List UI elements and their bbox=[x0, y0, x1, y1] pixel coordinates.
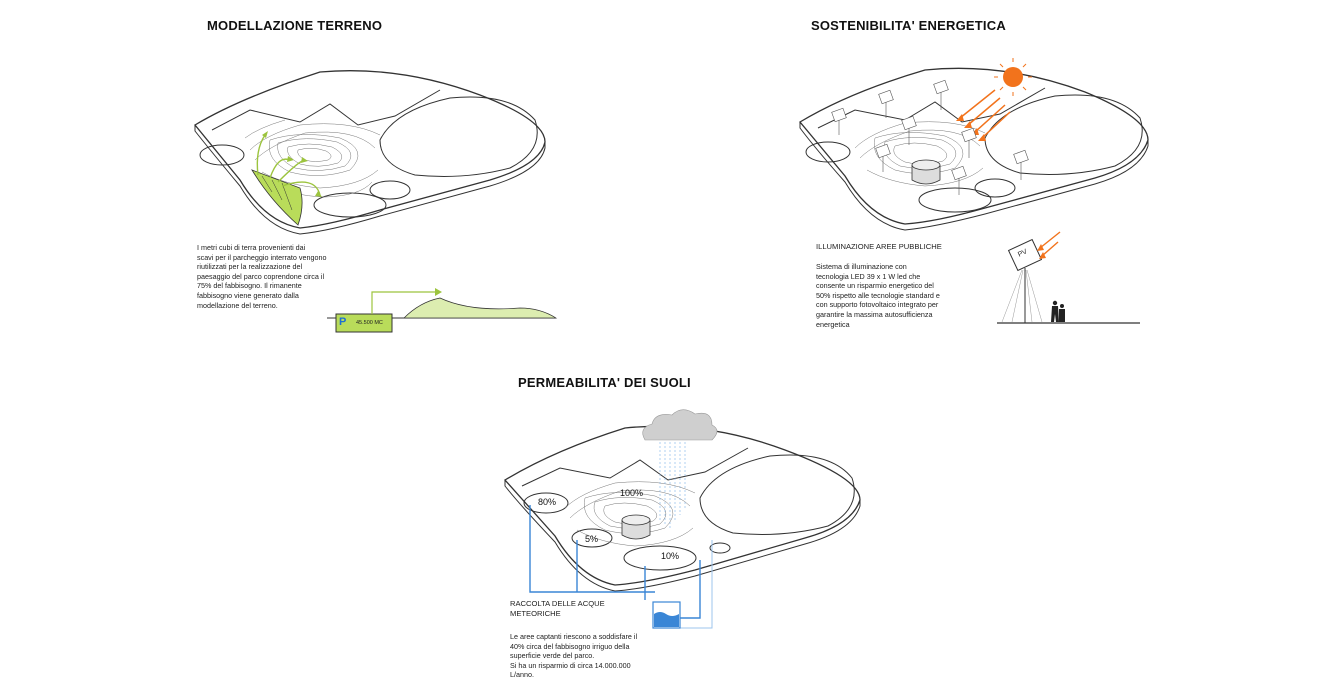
suoli-subtitle: RACCOLTA DELLE ACQUE METEORICHE bbox=[510, 599, 605, 618]
energia-description: Sistema di illuminazione con tecnologia … bbox=[816, 262, 940, 329]
energia-subtitle: ILLUMINAZIONE AREE PUBBLICHE bbox=[816, 242, 942, 251]
title-permeabilita-suoli: PERMEABILITA' DEI SUOLI bbox=[518, 375, 691, 390]
permeability-80: 80% bbox=[538, 497, 557, 507]
terreno-description: I metri cubi di terra provenienti dai sc… bbox=[197, 243, 327, 310]
title-sostenibilita-energetica: SOSTENIBILITA' ENERGETICA bbox=[811, 18, 1006, 33]
permeability-5: 5% bbox=[585, 534, 599, 544]
permeability-10: 10% bbox=[661, 551, 680, 561]
permeability-100: 100% bbox=[620, 488, 644, 498]
title-modellazione-terreno: MODELLAZIONE TERRENO bbox=[207, 18, 383, 33]
suoli-description: Le aree captanti riescono a soddisfare i… bbox=[510, 632, 638, 680]
parking-volume-label: 45.500 MC bbox=[356, 320, 383, 326]
parking-letter: P bbox=[339, 316, 347, 328]
